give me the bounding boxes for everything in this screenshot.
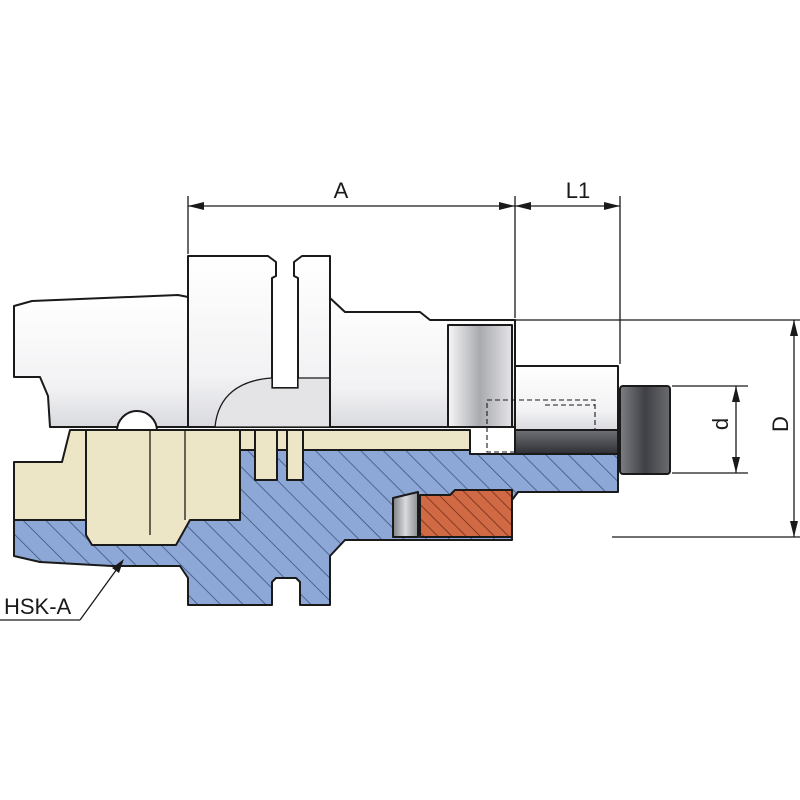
section-view	[13, 429, 619, 606]
clamping-sleeve	[392, 491, 419, 538]
interface-callout: HSK-A	[0, 559, 124, 621]
arrow	[112, 559, 124, 573]
seal-ring	[286, 429, 304, 481]
interface-label: HSK-A	[4, 594, 72, 619]
cutting-tool	[619, 385, 671, 475]
arrow	[790, 320, 798, 336]
drawbar-nut	[85, 429, 241, 546]
arrow	[499, 202, 515, 210]
arrow	[515, 202, 531, 210]
seal-ring	[254, 429, 278, 481]
dim-d-large-label: D	[768, 416, 793, 432]
arrow	[732, 457, 740, 473]
dim-d-small-label: d	[708, 418, 733, 430]
flange-groove-face	[214, 377, 331, 428]
clamp-bore	[514, 429, 619, 455]
dim-l1-label: L1	[566, 178, 590, 203]
clamping-ring-section	[419, 489, 513, 538]
clamping-ring	[447, 324, 513, 428]
dimensions: A L1 d D	[187, 178, 800, 538]
hsk-taper-shank	[13, 294, 189, 428]
arrow	[790, 521, 798, 537]
arrow	[188, 202, 204, 210]
drawbar-insert	[13, 429, 87, 521]
arrow	[732, 386, 740, 402]
arrow	[604, 202, 620, 210]
dim-a-label: A	[334, 178, 349, 203]
nose	[514, 365, 619, 431]
leader-line	[79, 561, 123, 621]
